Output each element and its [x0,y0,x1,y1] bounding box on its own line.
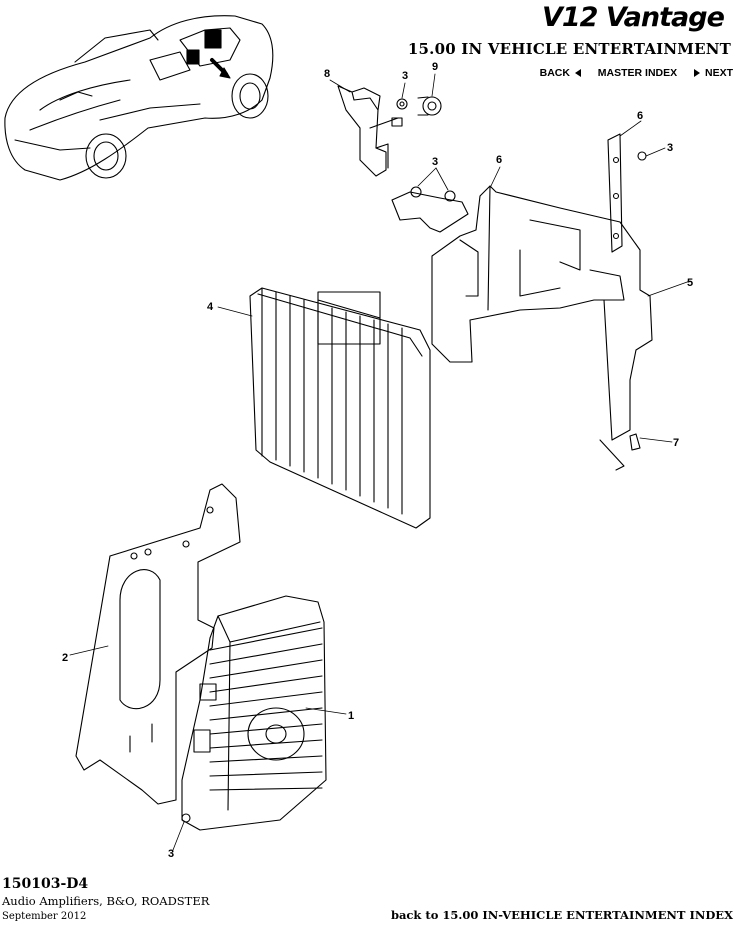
callout-6-right: 6 [637,110,643,122]
brand-logo: V12 Vantage [542,2,726,32]
back-label: BACK [539,67,570,79]
section-title: 15.00 IN VEHICLE ENTERTAINMENT [407,40,731,58]
drawing-code: 150103-D4 [2,876,89,892]
next-label: NEXT [704,67,733,79]
next-arrow-icon [694,69,701,78]
callout-2: 2 [62,652,68,664]
back-to-index-link[interactable]: back to 15.00 IN-VEHICLE ENTERTAINMENT I… [390,908,733,922]
callout-3-top: 3 [402,70,408,82]
callout-1: 1 [348,710,354,722]
exploded-parts-diagram: 8 3 9 3 6 6 3 5 4 7 2 1 3 [4,15,693,860]
callout-3-right: 3 [667,142,673,154]
drawing-date: September 2012 [2,911,87,922]
drawing-description: Audio Amplifiers, B&O, ROADSTER [2,894,210,908]
callout-3-bottom: 3 [168,848,174,860]
master-index-label: MASTER INDEX [597,67,678,79]
nav-bar: BACK MASTER INDEX NEXT [528,67,733,79]
callout-5: 5 [687,277,693,289]
car-thumbnail [4,15,274,181]
amplifier-bracket-5 [431,133,653,471]
back-arrow-icon [574,69,581,78]
next-button[interactable]: NEXT [692,67,733,79]
bracket-8-assembly [337,85,442,177]
amplifier-4 [249,287,431,529]
svg-text:V12 Vantage: V12 Vantage [542,2,725,32]
callout-9: 9 [432,61,438,73]
back-button[interactable]: BACK [540,67,583,79]
upper-bracket-assembly [391,186,469,233]
mounting-bracket-2 [75,483,241,805]
callout-7: 7 [673,437,679,449]
callout-8: 8 [324,68,330,80]
callout-4: 4 [207,301,214,313]
callout-3-mid: 3 [432,156,438,168]
amplifier-1 [181,595,327,831]
callout-6-left: 6 [496,154,502,166]
master-index-link[interactable]: MASTER INDEX [598,67,677,79]
